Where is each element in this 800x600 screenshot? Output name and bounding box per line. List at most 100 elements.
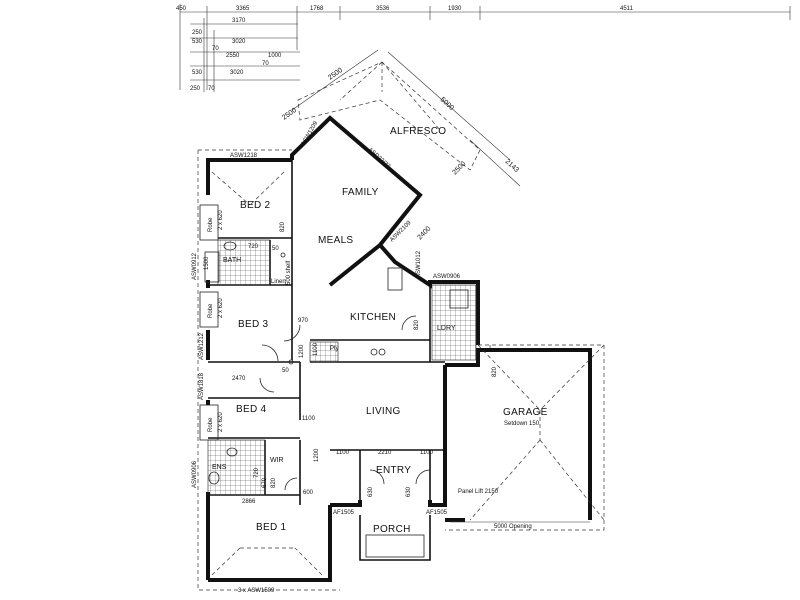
room-label-bed4: BED 4 — [236, 404, 267, 415]
dim-820a: 820 — [280, 221, 286, 232]
garage-setdown: Setdown 150 — [504, 421, 540, 427]
room-label-bed2: BED 2 — [240, 200, 271, 211]
room-label-porch: PORCH — [373, 524, 411, 535]
room-label-alfresco: ALFRESCO — [390, 126, 446, 137]
dim-2550: 2550 — [226, 53, 240, 59]
dim-530a: 530 — [192, 39, 203, 45]
external-walls — [206, 115, 592, 582]
dim-70a: 70 — [212, 46, 219, 52]
ensuite-basin-icon — [226, 447, 238, 457]
dim-630b: 630 — [406, 486, 412, 497]
window-kitchen: ASW1012 — [416, 250, 422, 278]
robe-label-bed3: Robe — [208, 303, 214, 318]
left-wing-roof-lines — [197, 149, 340, 591]
dim-820c: 820 — [414, 319, 420, 330]
dim-top-3536: 3536 — [376, 6, 390, 12]
robe-label-bed4: Robe — [208, 417, 214, 432]
room-label-bed3: BED 3 — [238, 319, 269, 330]
dim-670: 670 — [262, 477, 268, 488]
alfresco-area: 2500 2500 5000 2143 2500 2400 ALFRESCO — [281, 49, 521, 241]
window-bed4-side: ASW1818 — [199, 372, 205, 400]
room-label-bath: BATH — [223, 257, 241, 264]
bathtub-icon — [204, 251, 220, 283]
measurement-labels: 2 x 620 2 x 620 2 x 620 500 shelf 820 72… — [204, 210, 590, 530]
alfresco-dim-c: 5000 — [439, 96, 455, 112]
dim-2470: 2470 — [232, 376, 246, 382]
alfresco-dim-d: 2143 — [504, 158, 520, 174]
left-dimension-stack: 3170 250 530 3020 70 2550 1000 70 530 30… — [190, 18, 300, 92]
room-label-wir: WIR — [270, 457, 284, 464]
room-label-ldry: LDRY — [437, 325, 456, 332]
dim-630a: 630 — [368, 486, 374, 497]
window-ldry: ASW0906 — [433, 274, 461, 280]
window-bed2-side: ASW0912 — [192, 252, 198, 280]
window-entry-right: AF1505 — [426, 510, 448, 516]
dim-1100c: 1100 — [336, 450, 350, 456]
dim-970: 970 — [298, 318, 309, 324]
dim-1100a: 1100 — [313, 342, 319, 356]
dim-1200a: 1200 — [299, 344, 305, 358]
cooktop-icon — [370, 348, 386, 356]
room-label-ens: ENS — [212, 464, 227, 471]
room-label-pantry: Pty — [330, 346, 339, 352]
window-bed1-bottom: 3 x ASW1509 — [238, 588, 275, 594]
dim-50b: 50 — [282, 368, 289, 374]
room-label-kitchen: KITCHEN — [350, 312, 396, 323]
room-label-meals: MEALS — [318, 235, 353, 246]
dim-1100b: 1100 — [302, 416, 316, 422]
garage-opening: 5000 Opening — [494, 524, 532, 530]
room-label-living: LIVING — [366, 406, 401, 417]
window-bed3-side: ASW1212 — [199, 332, 205, 360]
light-fixture-icon — [280, 252, 286, 258]
dim-top-4511: 4511 — [620, 6, 634, 12]
toilet-icon — [208, 471, 220, 485]
dim-70b: 70 — [262, 61, 269, 67]
window-bed2-top: ASW1218 — [230, 153, 258, 159]
room-labels: FAMILY MEALS KITCHEN LIVING ENTRY PORCH … — [208, 187, 548, 535]
kitchen-sink-icon — [387, 267, 403, 291]
robe-size-bed3: 2 x 620 — [218, 298, 224, 318]
dim-1100d: 1100 — [420, 450, 434, 456]
dim-2866: 2866 — [242, 499, 256, 505]
dim-3170: 3170 — [232, 18, 246, 24]
shelf-label: 500 shelf — [286, 260, 292, 285]
dim-720b: 720 — [254, 467, 260, 478]
light-fixture-icon-2 — [288, 359, 294, 365]
alfresco-dim-f: 2400 — [416, 225, 432, 241]
dim-1200b: 1200 — [314, 448, 320, 462]
wet-areas — [207, 239, 477, 496]
door-swings — [259, 315, 431, 491]
robe-size-bed4: 2 x 620 — [218, 412, 224, 432]
dim-top-1768: 1768 — [310, 6, 324, 12]
room-label-bed1: BED 1 — [256, 522, 287, 533]
room-label-entry: ENTRY — [376, 465, 411, 476]
top-dimension-string: 450 3365 1768 3536 1930 4511 — [176, 4, 791, 90]
room-label-garage: GARAGE — [503, 407, 548, 418]
bath-basin-icon — [223, 241, 237, 251]
window-ens-side: ASW0906 — [192, 460, 198, 488]
dim-720: 720 — [248, 244, 259, 250]
dim-70c: 70 — [208, 86, 215, 92]
garage-roof-lines — [445, 344, 605, 531]
dim-3020a: 3020 — [232, 39, 246, 45]
dim-250b: 250 — [190, 86, 201, 92]
fixtures — [204, 241, 469, 485]
garage-panel-lift: Panel Lift 2150 — [458, 489, 499, 495]
alfresco-dim-b: 2500 — [281, 107, 298, 122]
alfresco-dim-e: 2500 — [451, 160, 467, 176]
dim-820d: 820 — [271, 477, 277, 488]
dim-530b: 530 — [192, 70, 203, 76]
dim-50a: 50 — [272, 246, 279, 252]
dim-250a: 250 — [192, 30, 203, 36]
dim-2210: 2210 — [378, 450, 392, 456]
dim-top-3365: 3365 — [236, 6, 250, 12]
dim-1500: 1500 — [204, 256, 210, 270]
dim-3020b: 3020 — [230, 70, 244, 76]
laundry-tub-icon — [449, 289, 469, 309]
dim-top-450: 450 — [176, 6, 187, 12]
room-label-family: FAMILY — [342, 187, 379, 198]
dim-600: 600 — [303, 490, 314, 496]
dim-820b: 820 — [492, 366, 498, 377]
robe-label-bed2: Robe — [208, 217, 214, 232]
